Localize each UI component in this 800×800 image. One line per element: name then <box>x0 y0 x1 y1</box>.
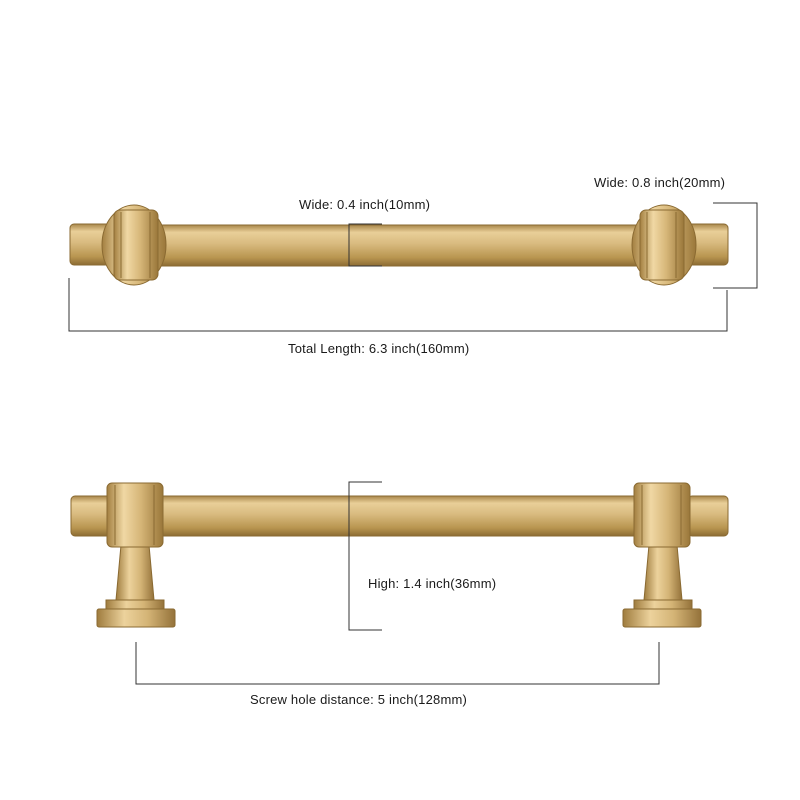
knob-width-label: Wide: 0.8 inch(20mm) <box>594 175 726 190</box>
top-view-handle <box>69 204 729 286</box>
height-label: High: 1.4 inch(36mm) <box>368 576 497 591</box>
total-length-label: Total Length: 6.3 inch(160mm) <box>288 341 470 356</box>
total-length-line <box>68 278 728 332</box>
knob-width-bracket <box>713 202 758 289</box>
side-main-bar <box>159 495 641 537</box>
screw-distance-line <box>135 642 660 685</box>
top-left-knob <box>101 204 167 286</box>
side-right-end-cap <box>687 495 729 537</box>
height-bracket <box>348 481 382 631</box>
right-post <box>622 544 702 628</box>
top-right-knob <box>631 204 697 286</box>
top-main-bar <box>159 224 641 267</box>
left-post <box>96 544 176 628</box>
side-view-handle <box>70 482 729 628</box>
bar-width-bracket <box>348 223 382 267</box>
side-left-collar <box>106 482 164 548</box>
screw-distance-label: Screw hole distance: 5 inch(128mm) <box>250 692 468 707</box>
side-left-end-cap <box>70 495 112 537</box>
side-right-collar <box>633 482 691 548</box>
bar-width-label: Wide: 0.4 inch(10mm) <box>299 197 431 212</box>
